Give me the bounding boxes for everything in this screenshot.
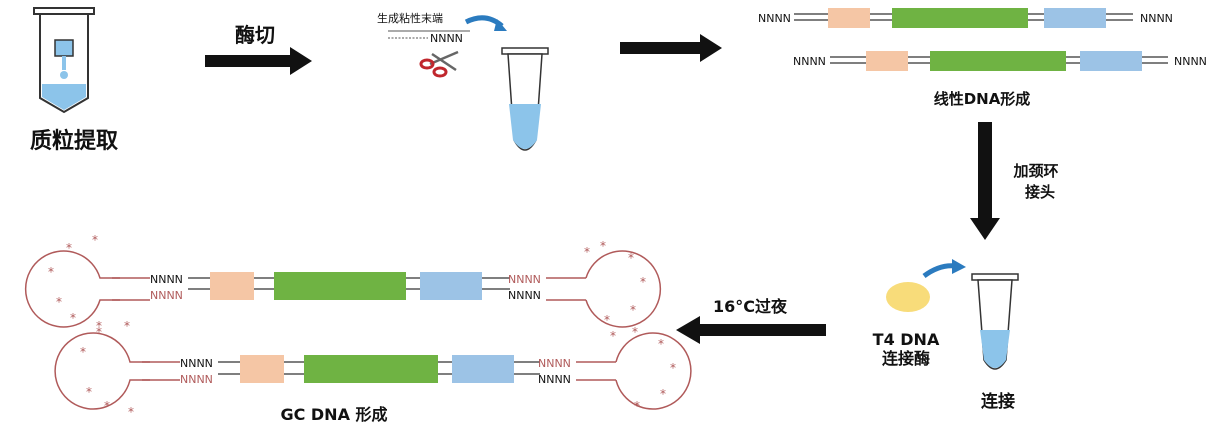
svg-text:*: * xyxy=(630,303,636,317)
svg-text:NNNN: NNNN xyxy=(793,55,826,68)
svg-text:*: * xyxy=(56,295,62,309)
svg-text:NNNN: NNNN xyxy=(508,289,541,302)
overnight-label: 16°C过夜 xyxy=(713,297,788,316)
curved-arrow-2 xyxy=(922,263,957,279)
gc-dna-1: NNNN NNNN NNNN NNNN * * * * * * * * * * * * xyxy=(24,233,662,333)
gc-dna-2: NNNN NNNN NNNN NNNN *** *** *** *** xyxy=(54,319,692,419)
svg-text:*: * xyxy=(48,265,54,279)
scissors-icon xyxy=(419,50,459,78)
arrow-right-1 xyxy=(205,47,312,75)
svg-text:*: * xyxy=(658,337,664,351)
sticky-end-label: 生成粘性末端 xyxy=(377,11,443,25)
svg-text:*: * xyxy=(96,319,102,333)
svg-text:NNNN: NNNN xyxy=(1140,12,1173,25)
gc-dna-label: GC DNA 形成 xyxy=(280,405,387,424)
linear-dna-label: 线性DNA形成 xyxy=(934,90,1031,108)
arrow-down xyxy=(970,122,1000,240)
svg-text:*: * xyxy=(80,345,86,359)
svg-text:*: * xyxy=(604,313,610,327)
linear-dna-2: NNNN NNNN xyxy=(793,51,1207,71)
svg-text:*: * xyxy=(632,325,638,339)
svg-text:NNNN: NNNN xyxy=(1174,55,1207,68)
arrow-left xyxy=(676,316,826,344)
microtube-2-icon xyxy=(971,273,1019,370)
svg-text:*: * xyxy=(92,233,98,247)
svg-text:*: * xyxy=(86,385,92,399)
svg-text:*: * xyxy=(128,405,134,419)
svg-text:*: * xyxy=(628,251,634,265)
svg-text:*: * xyxy=(66,241,72,255)
svg-text:*: * xyxy=(70,311,76,325)
svg-text:*: * xyxy=(634,399,640,413)
enzyme-cut-label: 酶切 xyxy=(235,23,275,47)
svg-text:*: * xyxy=(610,329,616,343)
svg-text:*: * xyxy=(660,387,666,401)
svg-text:NNNN: NNNN xyxy=(180,373,213,386)
svg-text:NNNN: NNNN xyxy=(538,373,571,386)
svg-text:NNNN: NNNN xyxy=(508,273,541,286)
svg-text:*: * xyxy=(124,319,130,333)
svg-text:*: * xyxy=(104,399,110,413)
svg-text:*: * xyxy=(670,361,676,375)
t4-ligase-icon xyxy=(886,282,930,312)
t4-dna-label: T4 DNA xyxy=(873,330,940,349)
svg-text:*: * xyxy=(584,245,590,259)
svg-text:*: * xyxy=(600,239,606,253)
linear-dna-1: NNNN NNNN xyxy=(758,8,1173,28)
svg-text:NNNN: NNNN xyxy=(758,12,791,25)
spin-column-icon xyxy=(33,7,95,114)
ligation-label: 连接 xyxy=(981,391,1015,412)
sticky-seq: NNNN xyxy=(430,32,463,45)
plasmid-extraction-label: 质粒提取 xyxy=(30,128,118,154)
svg-text:NNNN: NNNN xyxy=(150,289,183,302)
svg-text:NNNN: NNNN xyxy=(538,357,571,370)
svg-text:NNNN: NNNN xyxy=(150,273,183,286)
t4-ligase-label: 连接酶 xyxy=(882,349,930,368)
svg-text:*: * xyxy=(640,275,646,289)
arrow-right-2 xyxy=(620,34,722,62)
add-adapter-label-1: 加颈环 xyxy=(1012,162,1058,180)
microtube-1-icon xyxy=(501,47,549,151)
svg-text:NNNN: NNNN xyxy=(180,357,213,370)
svg-text:*: * xyxy=(96,325,102,339)
add-adapter-label-2: 接头 xyxy=(1025,183,1055,201)
